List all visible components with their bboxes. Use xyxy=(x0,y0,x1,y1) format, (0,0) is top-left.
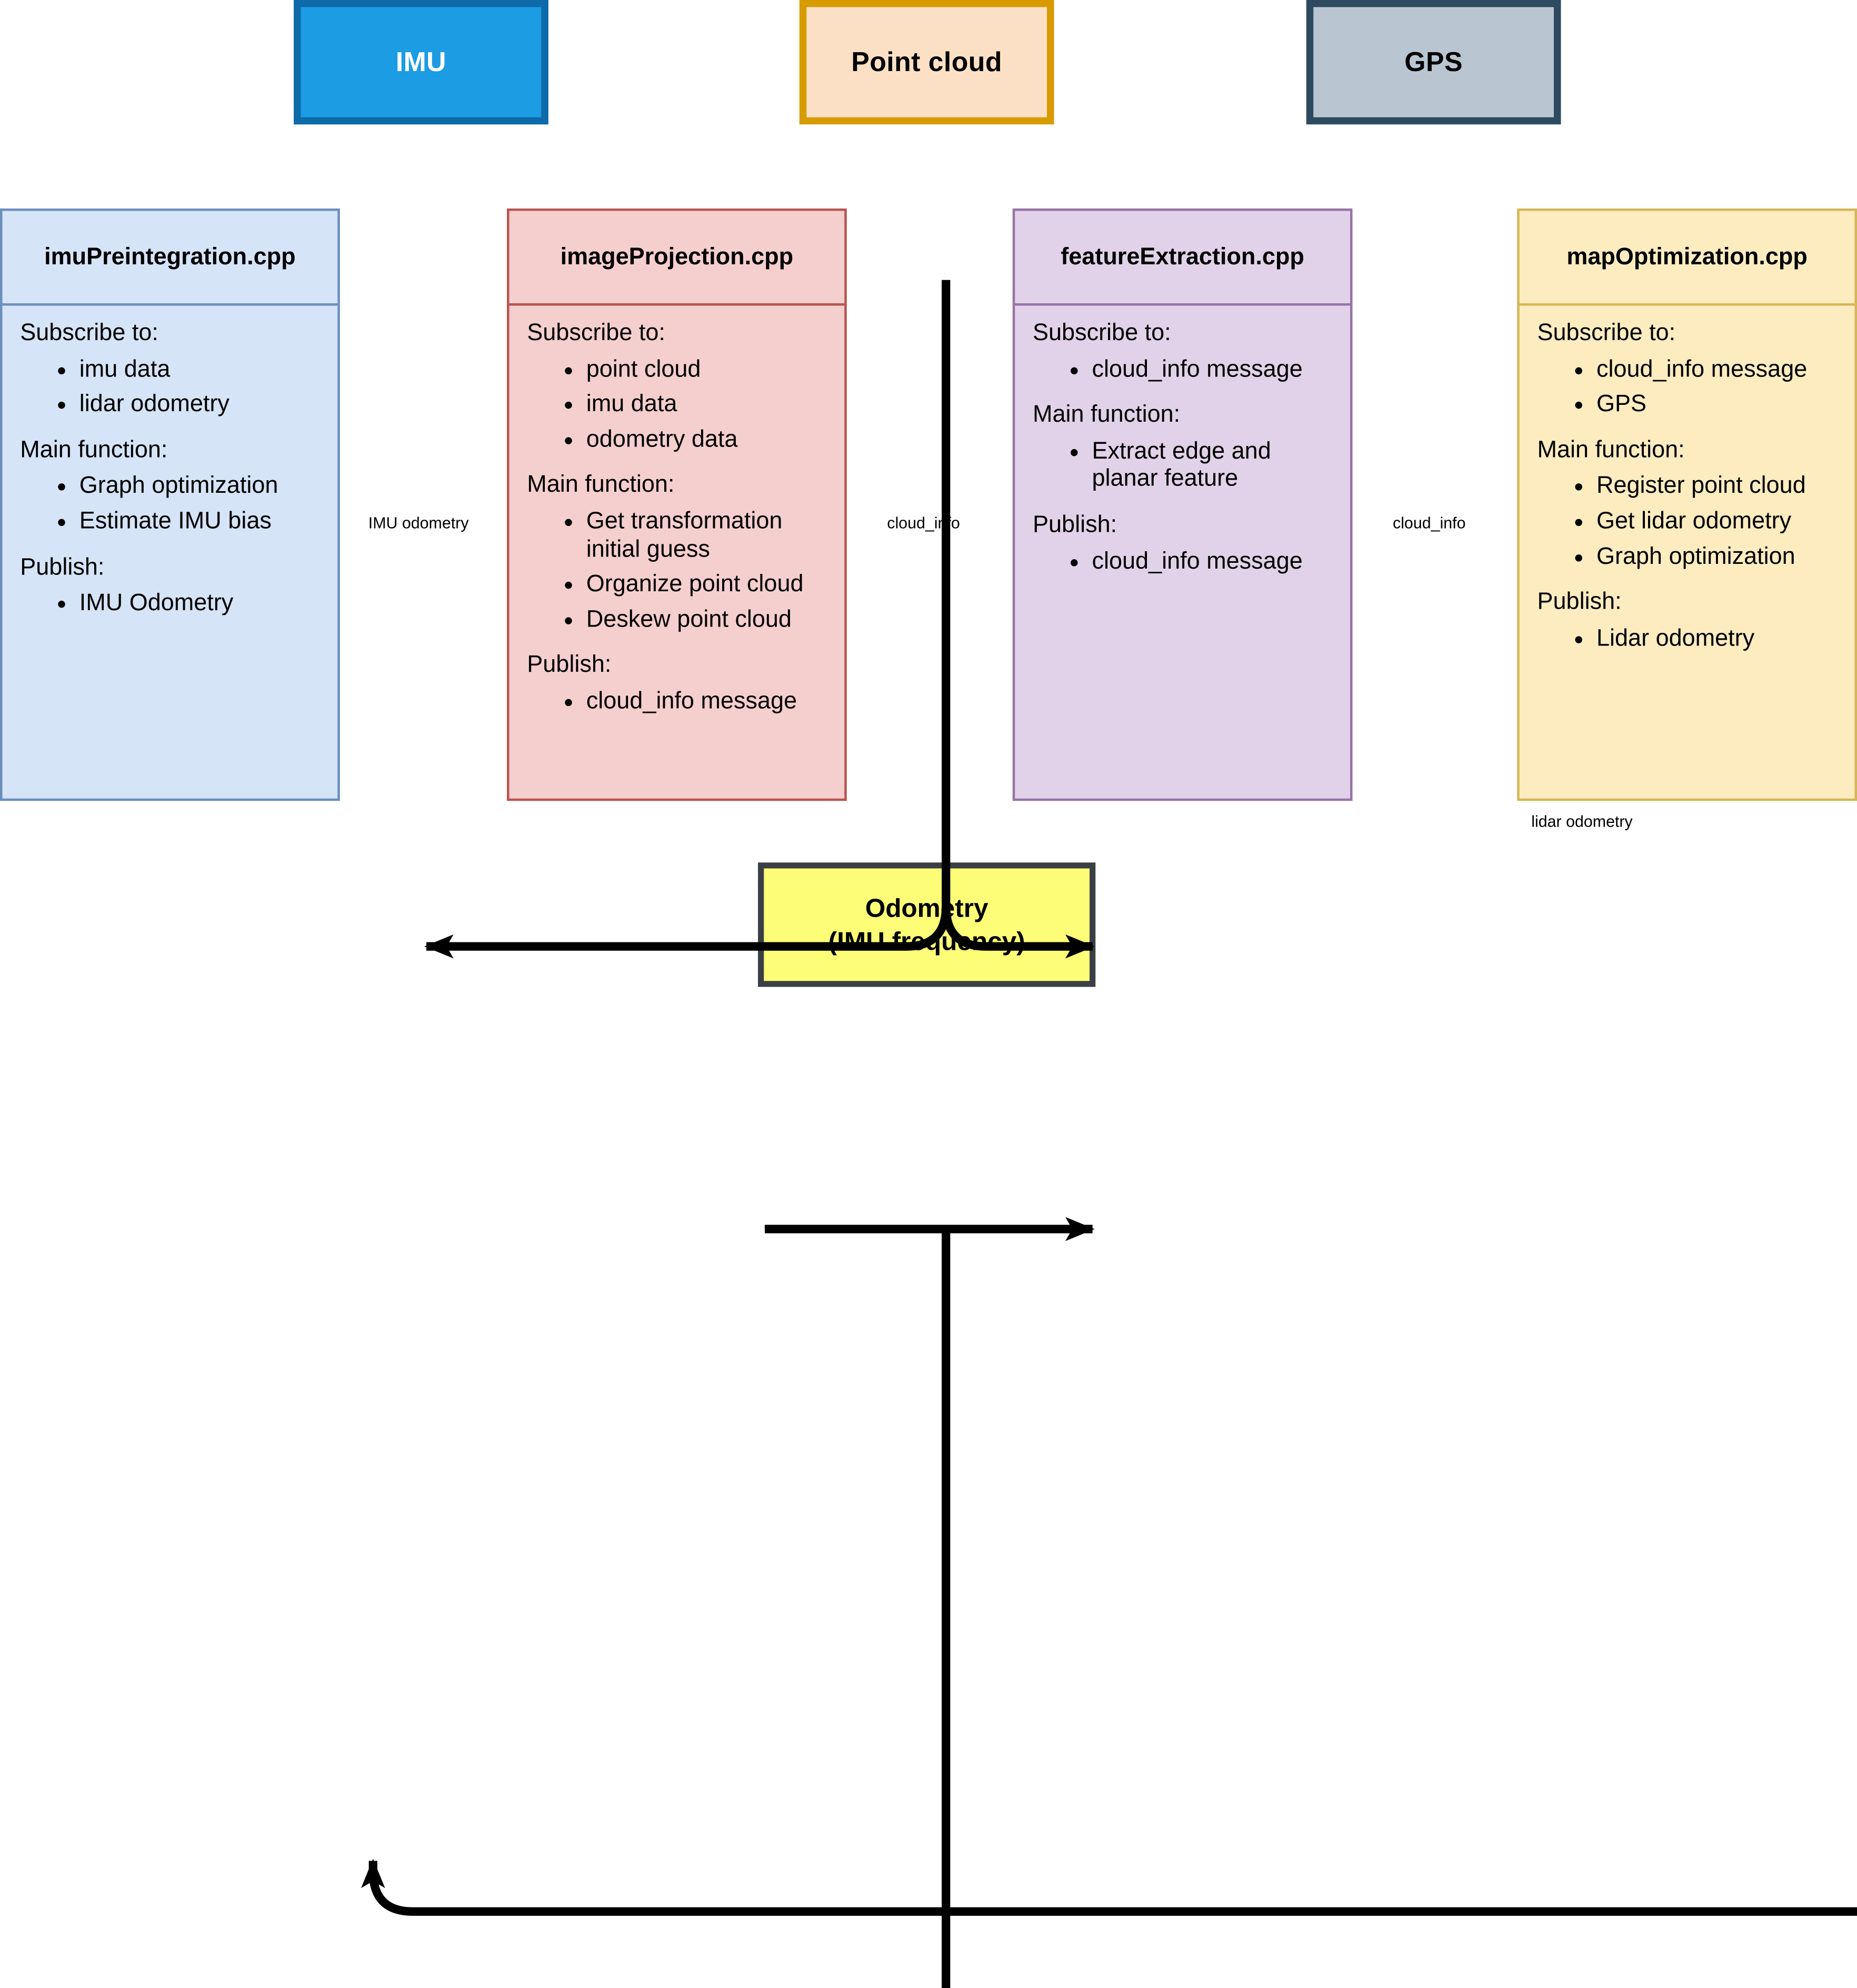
edge-label-cloud-info-2: cloud_info xyxy=(1393,514,1466,532)
node-imupreintegration-title: imuPreintegration.cpp xyxy=(2,211,338,306)
section-list-subscribe: cloud_info message GPS xyxy=(1537,356,1839,419)
list-item: lidar odometry xyxy=(79,391,321,419)
section-list-publish: IMU Odometry xyxy=(20,590,321,618)
node-imageprojection-body: Subscribe to: point cloud imu data odome… xyxy=(510,306,845,799)
list-item: Deskew point cloud xyxy=(586,607,828,634)
section-list-subscribe: cloud_info message xyxy=(1033,356,1334,384)
node-imageprojection[interactable]: imageProjection.cpp Subscribe to: point … xyxy=(507,208,847,801)
list-item: IMU Odometry xyxy=(79,590,321,618)
output-box-odometry-text: Odometry (IMU frequency) xyxy=(828,892,1025,957)
source-box-imu[interactable]: IMU xyxy=(294,0,548,125)
output-box-odometry[interactable]: Odometry (IMU frequency) xyxy=(758,862,1096,987)
edge-label-lidar-odometry: lidar odometry xyxy=(1531,812,1633,831)
section-heading-subscribe: Subscribe to: xyxy=(1033,320,1171,346)
list-item: cloud_info message xyxy=(586,688,828,716)
list-item: Lidar odometry xyxy=(1596,625,1838,653)
node-featureextraction-title: featureExtraction.cpp xyxy=(1015,211,1350,306)
node-featureextraction-body: Subscribe to: cloud_info message Main fu… xyxy=(1015,306,1350,799)
list-item: Extract edge and planar feature xyxy=(1092,438,1334,494)
list-item: cloud_info message xyxy=(1092,356,1334,384)
section-heading-publish: Publish: xyxy=(20,554,105,580)
output-line-2: (IMU frequency) xyxy=(828,926,1025,956)
edge-imuodometry-to-output xyxy=(942,1229,951,1988)
list-item: Get transformation initial guess xyxy=(586,508,828,564)
node-mapoptimization-body: Subscribe to: cloud_info message GPS Mai… xyxy=(1520,306,1855,799)
edge-label-imu-odometry: IMU odometry xyxy=(368,514,469,532)
section-list-publish: cloud_info message xyxy=(1033,548,1334,576)
list-item: Graph optimization xyxy=(79,473,321,501)
list-item: Estimate IMU bias xyxy=(79,508,321,536)
node-imupreintegration[interactable]: imuPreintegration.cpp Subscribe to: imu … xyxy=(0,208,340,801)
section-heading-publish: Publish: xyxy=(1033,512,1117,538)
section-list-publish: Lidar odometry xyxy=(1537,625,1839,653)
list-item: imu data xyxy=(586,391,828,419)
section-heading-main: Main function: xyxy=(1537,436,1685,463)
section-list-main: Graph optimization Estimate IMU bias xyxy=(20,473,321,536)
list-item: Organize point cloud xyxy=(586,571,828,599)
edge-label-cloud-info-1: cloud_info xyxy=(887,514,960,532)
list-item: imu data xyxy=(79,356,321,384)
list-item: point cloud xyxy=(586,356,828,384)
section-list-main: Register point cloud Get lidar odometry … xyxy=(1537,473,1839,571)
list-item: odometry data xyxy=(586,426,828,454)
list-item: cloud_info message xyxy=(1092,548,1334,576)
section-heading-publish: Publish: xyxy=(1537,589,1622,615)
section-heading-publish: Publish: xyxy=(527,652,612,678)
section-list-publish: cloud_info message xyxy=(527,688,828,716)
diagram-canvas: IMU Point cloud GPS imuPreintegration.cp… xyxy=(0,0,1857,994)
section-list-subscribe: point cloud imu data odometry data xyxy=(527,356,828,454)
section-heading-subscribe: Subscribe to: xyxy=(527,320,665,346)
node-mapoptimization[interactable]: mapOptimization.cpp Subscribe to: cloud_… xyxy=(1517,208,1857,801)
node-imupreintegration-body: Subscribe to: imu data lidar odometry Ma… xyxy=(3,306,338,799)
source-box-point-cloud[interactable]: Point cloud xyxy=(799,0,1054,125)
list-item: GPS xyxy=(1596,391,1838,419)
section-heading-subscribe: Subscribe to: xyxy=(1537,320,1676,346)
source-box-point-cloud-label: Point cloud xyxy=(851,46,1002,77)
source-box-imu-label: IMU xyxy=(395,46,446,77)
node-featureextraction[interactable]: featureExtraction.cpp Subscribe to: clou… xyxy=(1012,208,1353,801)
edge-lidarodometry-to-imupreintegration xyxy=(361,1858,1857,1916)
list-item: Graph optimization xyxy=(1596,543,1838,571)
source-box-gps-label: GPS xyxy=(1404,46,1463,77)
section-heading-main: Main function: xyxy=(527,472,675,498)
node-mapoptimization-title: mapOptimization.cpp xyxy=(1519,211,1855,306)
section-list-main: Get transformation initial guess Organiz… xyxy=(527,508,828,634)
section-list-subscribe: imu data lidar odometry xyxy=(20,356,321,419)
list-item: Register point cloud xyxy=(1596,473,1838,501)
source-box-gps[interactable]: GPS xyxy=(1306,0,1561,125)
section-heading-main: Main function: xyxy=(20,436,168,463)
list-item: Get lidar odometry xyxy=(1596,508,1838,536)
node-imageprojection-title: imageProjection.cpp xyxy=(509,211,845,306)
output-line-1: Odometry xyxy=(865,893,989,923)
list-item: cloud_info message xyxy=(1596,356,1838,384)
section-list-main: Extract edge and planar feature xyxy=(1033,438,1334,494)
section-heading-subscribe: Subscribe to: xyxy=(20,320,158,346)
section-heading-main: Main function: xyxy=(1033,402,1181,428)
